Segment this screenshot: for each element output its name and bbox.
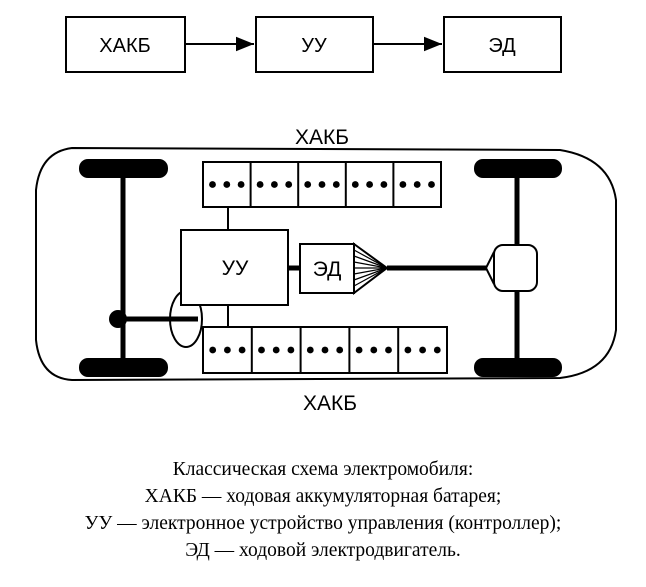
battery-pack-top <box>202 161 442 208</box>
motor-output-cone <box>353 242 389 296</box>
wheel-rear-right <box>474 358 562 377</box>
battery-bottom-label: ХАКБ <box>303 392 357 415</box>
battery-top-label: ХАКБ <box>295 126 349 149</box>
flow-motor-label: ЭД <box>488 35 516 57</box>
flow-controller-box <box>255 16 374 73</box>
caption-controller-definition: УУ — электронное устройство управления (… <box>84 513 562 534</box>
car-layout: ХАКБ ХАКБ УУ ЭД <box>35 126 617 415</box>
diagram-canvas: ХАКБ УУ ЭД <box>35 16 617 415</box>
wheel-rear-left <box>474 159 562 178</box>
wheel-front-left <box>79 159 168 178</box>
caption-title: Классическая схема электромобиля: <box>172 459 474 480</box>
block-flow: ХАКБ УУ ЭД <box>65 16 562 73</box>
battery-pack-bottom <box>202 326 448 374</box>
flow-battery-box <box>65 16 186 73</box>
motor-label: ЭД <box>313 258 342 281</box>
rear-differential <box>484 244 538 292</box>
caption-motor-definition: ЭД — ходовой электродвигатель. <box>185 540 461 561</box>
caption-battery-definition: ХАКБ — ходовая аккумуляторная батарея; <box>144 486 502 507</box>
flow-motor-box <box>443 16 562 73</box>
flow-controller-label: УУ <box>301 35 327 57</box>
controller-label: УУ <box>222 257 249 280</box>
wheel-front-right <box>79 358 168 377</box>
motor-box <box>299 243 355 294</box>
caption: Классическая схема электромобиля: ХАКБ —… <box>0 456 646 564</box>
flow-battery-label: ХАКБ <box>99 35 150 57</box>
